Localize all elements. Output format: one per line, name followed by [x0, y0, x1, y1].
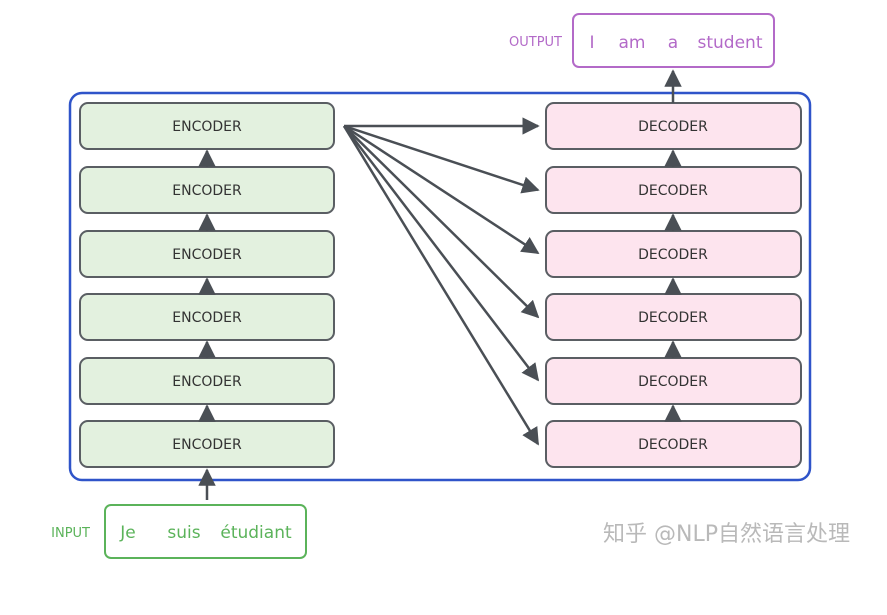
- encoder-stack: ENCODER ENCODER ENCODER ENCODER ENCODER …: [79, 102, 335, 468]
- encoder-block: ENCODER: [79, 293, 335, 341]
- encoder-to-decoder-arrows: [342, 117, 540, 446]
- decoder-block: DECODER: [545, 102, 802, 150]
- decoder-block: DECODER: [545, 357, 802, 405]
- encoder-block: ENCODER: [79, 230, 335, 278]
- encoder-label: ENCODER: [172, 183, 242, 199]
- decoder-label: DECODER: [638, 119, 708, 135]
- input-word: suis: [167, 523, 200, 543]
- decoder-label: DECODER: [638, 437, 708, 453]
- decoder-label: DECODER: [638, 247, 708, 263]
- decoder-block: DECODER: [545, 230, 802, 278]
- cross-arrow: [343, 125, 540, 382]
- watermark-text: 知乎 @NLP自然语言处理: [603, 522, 850, 547]
- cross-arrow: [342, 125, 540, 446]
- cross-arrow: [343, 124, 540, 255]
- encoder-label: ENCODER: [172, 437, 242, 453]
- input-label: INPUT: [51, 526, 90, 541]
- encoder-label: ENCODER: [172, 247, 242, 263]
- encoder-block: ENCODER: [79, 357, 335, 405]
- encoder-label: ENCODER: [172, 119, 242, 135]
- encoder-block: ENCODER: [79, 102, 335, 150]
- decoder-block: DECODER: [545, 166, 802, 214]
- encoder-label: ENCODER: [172, 374, 242, 390]
- decoder-label: DECODER: [638, 374, 708, 390]
- input-box: [104, 504, 307, 559]
- decoder-block: DECODER: [545, 420, 802, 468]
- decoder-label: DECODER: [638, 183, 708, 199]
- cross-arrow: [343, 125, 540, 319]
- output-group: OUTPUT I am a student: [509, 13, 775, 68]
- encoder-label: ENCODER: [172, 310, 242, 326]
- cross-arrow: [343, 124, 540, 194]
- decoder-block: DECODER: [545, 293, 802, 341]
- input-group: INPUT Je suis étudiant: [51, 504, 307, 559]
- output-word: am: [619, 33, 646, 53]
- input-word: Je: [119, 523, 135, 543]
- encoder-block: ENCODER: [79, 420, 335, 468]
- output-word: a: [668, 33, 678, 53]
- input-word: étudiant: [220, 523, 292, 543]
- model-frame: [68, 91, 812, 482]
- encoder-block: ENCODER: [79, 166, 335, 214]
- output-label: OUTPUT: [509, 35, 562, 50]
- output-box: [572, 13, 775, 68]
- decoder-stack: DECODER DECODER DECODER DECODER DECODER …: [545, 102, 802, 468]
- output-word: I: [589, 33, 594, 53]
- output-word: student: [698, 33, 763, 53]
- decoder-label: DECODER: [638, 310, 708, 326]
